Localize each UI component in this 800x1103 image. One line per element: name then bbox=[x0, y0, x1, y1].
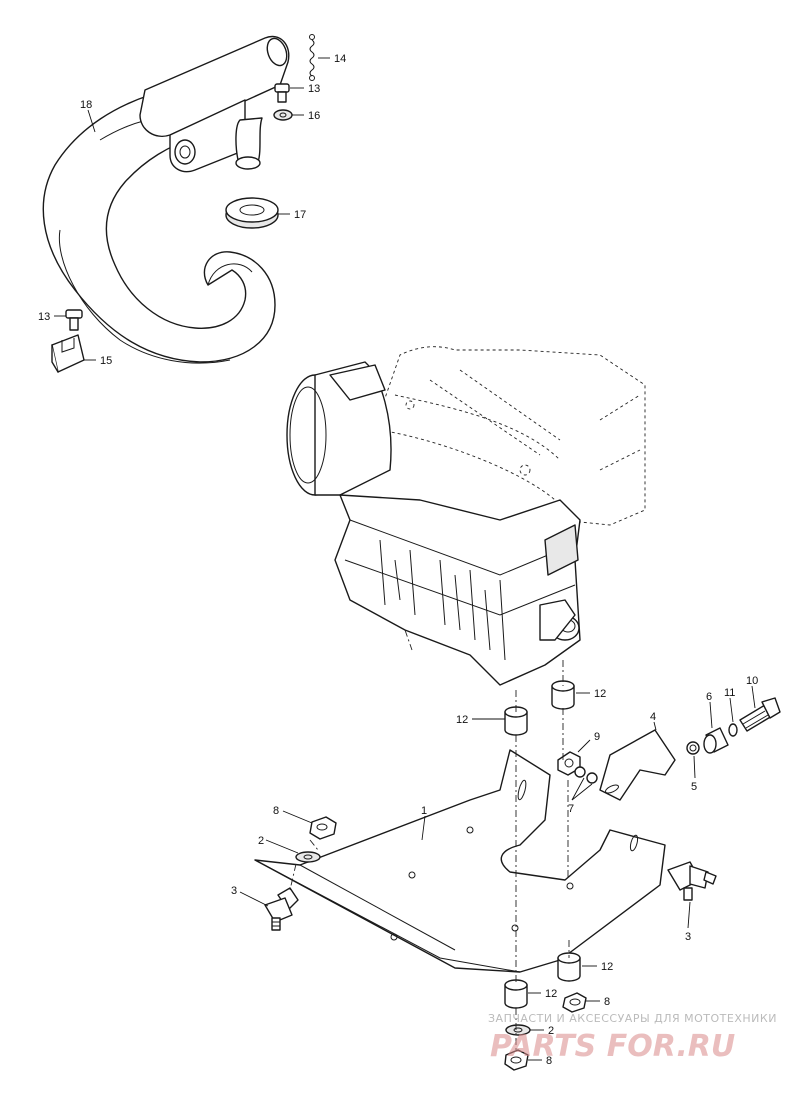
threaded-stud bbox=[667, 861, 717, 901]
callout-12: 12 bbox=[456, 714, 468, 726]
callout-12: 12 bbox=[545, 988, 557, 1000]
callout-5: 5 bbox=[691, 781, 697, 793]
callout-18: 18 bbox=[80, 99, 92, 111]
callout-6: 6 bbox=[706, 691, 712, 703]
callout-4: 4 bbox=[650, 711, 656, 723]
callout-11: 11 bbox=[724, 687, 735, 699]
threaded-stud bbox=[264, 887, 299, 931]
callout-17: 17 bbox=[294, 209, 306, 221]
mounting-bracket bbox=[51, 334, 85, 373]
assembly-centerlines bbox=[289, 629, 570, 1050]
engine-assembly bbox=[286, 346, 646, 686]
engine-mount-bracket bbox=[599, 729, 676, 801]
watermark-tagline: ЗАПЧАСТИ И АКСЕССУАРЫ ДЛЯ МОТОТЕХНИКИ bbox=[488, 1012, 777, 1025]
long-bolt bbox=[739, 697, 781, 732]
lock-washer bbox=[574, 766, 598, 784]
bushing bbox=[703, 727, 729, 754]
callout-2: 2 bbox=[548, 1025, 554, 1037]
shoulder-bolt-lower bbox=[65, 309, 83, 331]
callout-7: 7 bbox=[568, 803, 574, 815]
spacer bbox=[686, 741, 700, 755]
rubber-mount bbox=[504, 979, 528, 1009]
callout-1: 1 bbox=[421, 805, 427, 817]
callout-13: 13 bbox=[38, 311, 50, 323]
callout-12: 12 bbox=[601, 961, 613, 973]
grommet bbox=[225, 197, 279, 229]
callout-9: 9 bbox=[594, 731, 600, 743]
callout-13: 13 bbox=[308, 83, 320, 95]
flange-nut bbox=[562, 992, 587, 1013]
callout-12: 12 bbox=[594, 688, 606, 700]
callout-3: 3 bbox=[231, 885, 237, 897]
exhaust-pipe bbox=[42, 94, 276, 364]
flange-nut bbox=[504, 1049, 529, 1071]
silencer bbox=[139, 35, 290, 173]
callout-10: 10 bbox=[746, 675, 758, 687]
callout-leaders bbox=[54, 57, 756, 1061]
callout-15: 15 bbox=[100, 355, 112, 367]
watermark-logo: PARTS FOR.RU bbox=[490, 1029, 735, 1064]
spring-washer bbox=[728, 723, 738, 737]
spring bbox=[309, 34, 315, 81]
flat-washer bbox=[295, 851, 321, 863]
washer-small bbox=[273, 109, 293, 121]
watermark: ЗАПЧАСТИ И АКСЕССУАРЫ ДЛЯ МОТОТЕХНИКИ PA… bbox=[488, 1012, 777, 1064]
callout-labels: 14 13 16 18 17 13 15 12 12 10 6 11 4 9 5… bbox=[38, 53, 758, 1067]
engine-mounting-plate bbox=[254, 749, 666, 973]
callout-8: 8 bbox=[604, 996, 610, 1008]
callout-2: 2 bbox=[258, 835, 264, 847]
callout-8: 8 bbox=[273, 805, 279, 817]
shoulder-bolt-top bbox=[274, 83, 290, 103]
callout-8: 8 bbox=[546, 1055, 552, 1067]
callout-16: 16 bbox=[308, 110, 320, 122]
flange-nut bbox=[309, 816, 337, 840]
callout-3: 3 bbox=[685, 931, 691, 943]
callout-14: 14 bbox=[334, 53, 346, 65]
